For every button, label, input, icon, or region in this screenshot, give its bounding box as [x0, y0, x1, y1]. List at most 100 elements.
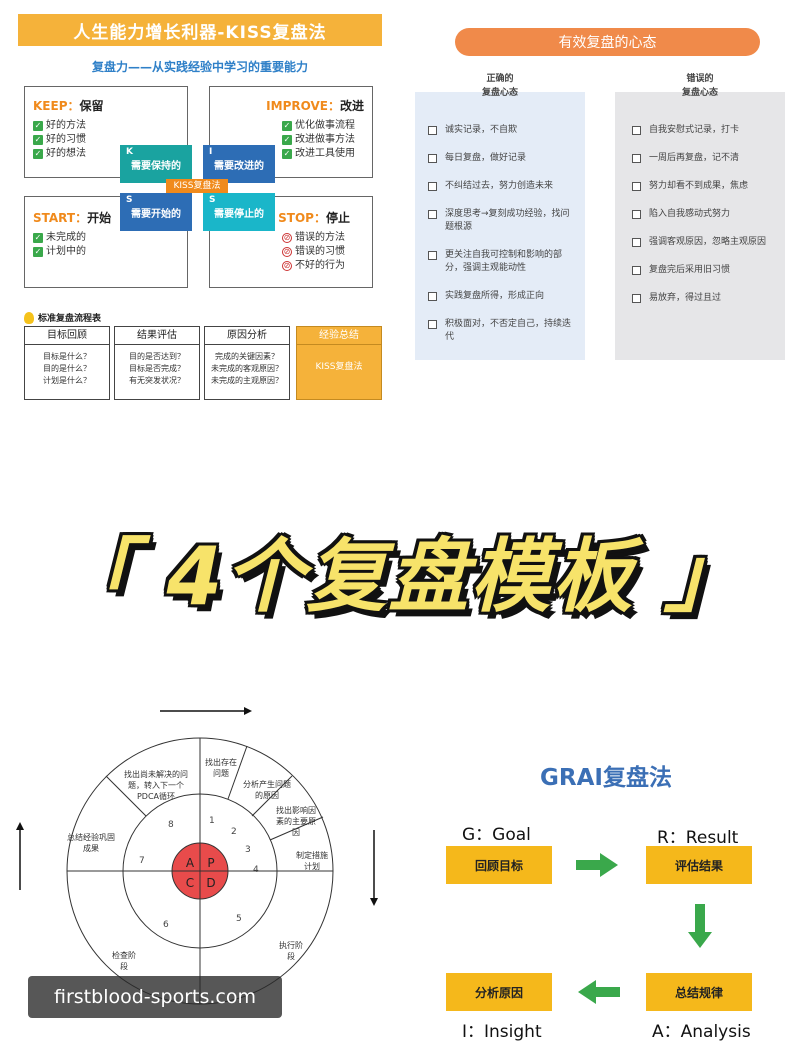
headline: 「 4个复盘模板 」: [54, 530, 747, 623]
pdca-num: 6: [163, 920, 169, 930]
grai-a-label: A：Analysis: [652, 1022, 751, 1042]
pdca-c: C: [186, 876, 194, 890]
flow-head: 经验总结: [297, 327, 381, 345]
start-item: ✓计划中的: [33, 246, 86, 257]
pdca-num: 1: [209, 816, 215, 826]
start-item: ✓未完成的: [33, 232, 86, 243]
pdca-num: 4: [253, 865, 259, 875]
checkbox-icon: [632, 154, 641, 163]
pdca-label: 执行阶段: [279, 941, 303, 961]
pdca-label: 制定措施计划: [296, 851, 328, 871]
stop-item: ⊘错误的习惯: [282, 246, 345, 257]
mindset-title: 有效复盘的心态: [455, 28, 760, 56]
checkbox-icon: [428, 292, 437, 301]
check-icon: ✓: [282, 121, 292, 131]
keep-item: ✓好的想法: [33, 148, 86, 159]
checkbox-icon: [632, 238, 641, 247]
grai-i-box: 分析原因: [446, 973, 552, 1011]
pdca-num: 8: [168, 820, 174, 830]
list-item: 努力却看不到成果，焦虑: [632, 180, 778, 193]
lightbulb-icon: [24, 311, 34, 324]
arrow-left-icon: [596, 987, 620, 997]
check-icon: ✓: [282, 135, 292, 145]
arrow-right-icon: [576, 860, 600, 870]
stop-item: ⊘错误的方法: [282, 232, 345, 243]
kiss-subtitle: 复盘力——从实践经验中学习的重要能力: [91, 60, 308, 74]
list-item: 不纠结过去，努力创造未来: [428, 180, 574, 193]
grai-g-label: G：Goal: [462, 825, 531, 845]
list-item: 每日复盘，做好记录: [428, 152, 574, 165]
list-item: 深度思考→复刻成功经验，找问题根源: [428, 208, 574, 234]
checkbox-icon: [632, 266, 641, 275]
list-item: 复盘完后采用旧习惯: [632, 264, 778, 277]
kiss-title: 人生能力增长利器-KISS复盘法: [18, 14, 382, 46]
checkbox-icon: [428, 154, 437, 163]
pdca-label: 检查阶段: [112, 951, 136, 971]
pdca-num: 7: [139, 856, 145, 866]
improve-title: IMPROVE：改进: [266, 99, 364, 113]
keep-item: ✓好的方法: [33, 120, 86, 131]
checkbox-icon: [632, 126, 641, 135]
pdca-p: P: [207, 856, 214, 870]
list-item: 陷入自我感动式努力: [632, 208, 778, 221]
pdca-num: 2: [231, 827, 237, 837]
checkbox-icon: [632, 182, 641, 191]
checkbox-icon: [632, 210, 641, 219]
start-title: START：开始: [33, 211, 112, 225]
keep-item: ✓好的习惯: [33, 134, 86, 145]
arrow-down-icon: [695, 904, 705, 932]
wrong-head: 错误的 复盘心态: [681, 74, 718, 98]
flow-column: 目标回顾 目标是什么？目的是什么？计划是什么？: [24, 326, 110, 400]
prohibited-icon: ⊘: [282, 247, 292, 257]
grai-r-label: R：Result: [657, 828, 739, 848]
correct-list: 诚实记录，不自欺 每日复盘，做好记录 不纠结过去，努力创造未来 深度思考→复刻成…: [428, 124, 574, 359]
prohibited-icon: ⊘: [282, 261, 292, 271]
pdca-d: D: [206, 876, 215, 890]
improve-item: ✓改进工具使用: [282, 148, 355, 159]
correct-column: [415, 92, 585, 360]
prohibited-icon: ⊘: [282, 233, 292, 243]
improve-box: IMPROVE：改进 ✓优化做事流程 ✓改进做事方法 ✓改进工具使用: [209, 86, 373, 178]
grai-g-box: 回顾目标: [446, 846, 552, 884]
grai-i-label: I：Insight: [462, 1022, 542, 1042]
checkbox-icon: [632, 294, 641, 303]
checkbox-icon: [428, 251, 437, 260]
stop-item: ⊘不好的行为: [282, 260, 345, 271]
grai-a-box: 总结规律: [646, 973, 752, 1011]
flow-head: 原因分析: [205, 327, 289, 345]
list-item: 实践复盘所得，形成正向: [428, 290, 574, 303]
check-icon: ✓: [33, 233, 43, 243]
kiss-center-label: KISS复盘法: [166, 179, 228, 193]
check-icon: ✓: [33, 149, 43, 159]
pdca-label: 分析产生问题的原因: [243, 780, 291, 800]
check-icon: ✓: [33, 135, 43, 145]
check-icon: ✓: [33, 121, 43, 131]
list-item: 自我安慰式记录，打卡: [632, 124, 778, 137]
correct-head: 正确的 复盘心态: [481, 74, 518, 98]
checkbox-icon: [428, 182, 437, 191]
wrong-column: [615, 92, 785, 360]
checkbox-icon: [428, 210, 437, 219]
flow-column: 结果评估 目的是否达到？目标是否完成？有无突发状况？: [114, 326, 200, 400]
flow-head: 目标回顾: [25, 327, 109, 345]
improve-item: ✓改进做事方法: [282, 134, 355, 145]
list-item: 强调客观原因，忽略主观原因: [632, 236, 778, 249]
flow-column: 原因分析 完成的关键因素？未完成的客观原因？未完成的主观原因？: [204, 326, 290, 400]
flow-label: 标准复盘流程表: [24, 311, 101, 324]
pdca-diagram: A P C D: [16, 707, 378, 1005]
keep-box: KEEP：保留 ✓好的方法 ✓好的习惯 ✓好的想法: [24, 86, 188, 178]
pdca-label: 找出影响因素的主要原因: [276, 806, 316, 837]
wrong-list: 自我安慰式记录，打卡 一周后再复盘，记不清 努力却看不到成果，焦虑 陷入自我感动…: [632, 124, 778, 320]
pdca-num: 5: [236, 914, 242, 924]
grai-arrows: [576, 853, 712, 1004]
checkbox-icon: [428, 126, 437, 135]
list-item: 积极面对，不否定自己，持续迭代: [428, 318, 574, 344]
checkbox-icon: [428, 320, 437, 329]
pdca-num: 3: [245, 845, 251, 855]
grai-title: GRAI复盘法: [540, 765, 672, 791]
keep-title: KEEP：保留: [33, 99, 104, 113]
